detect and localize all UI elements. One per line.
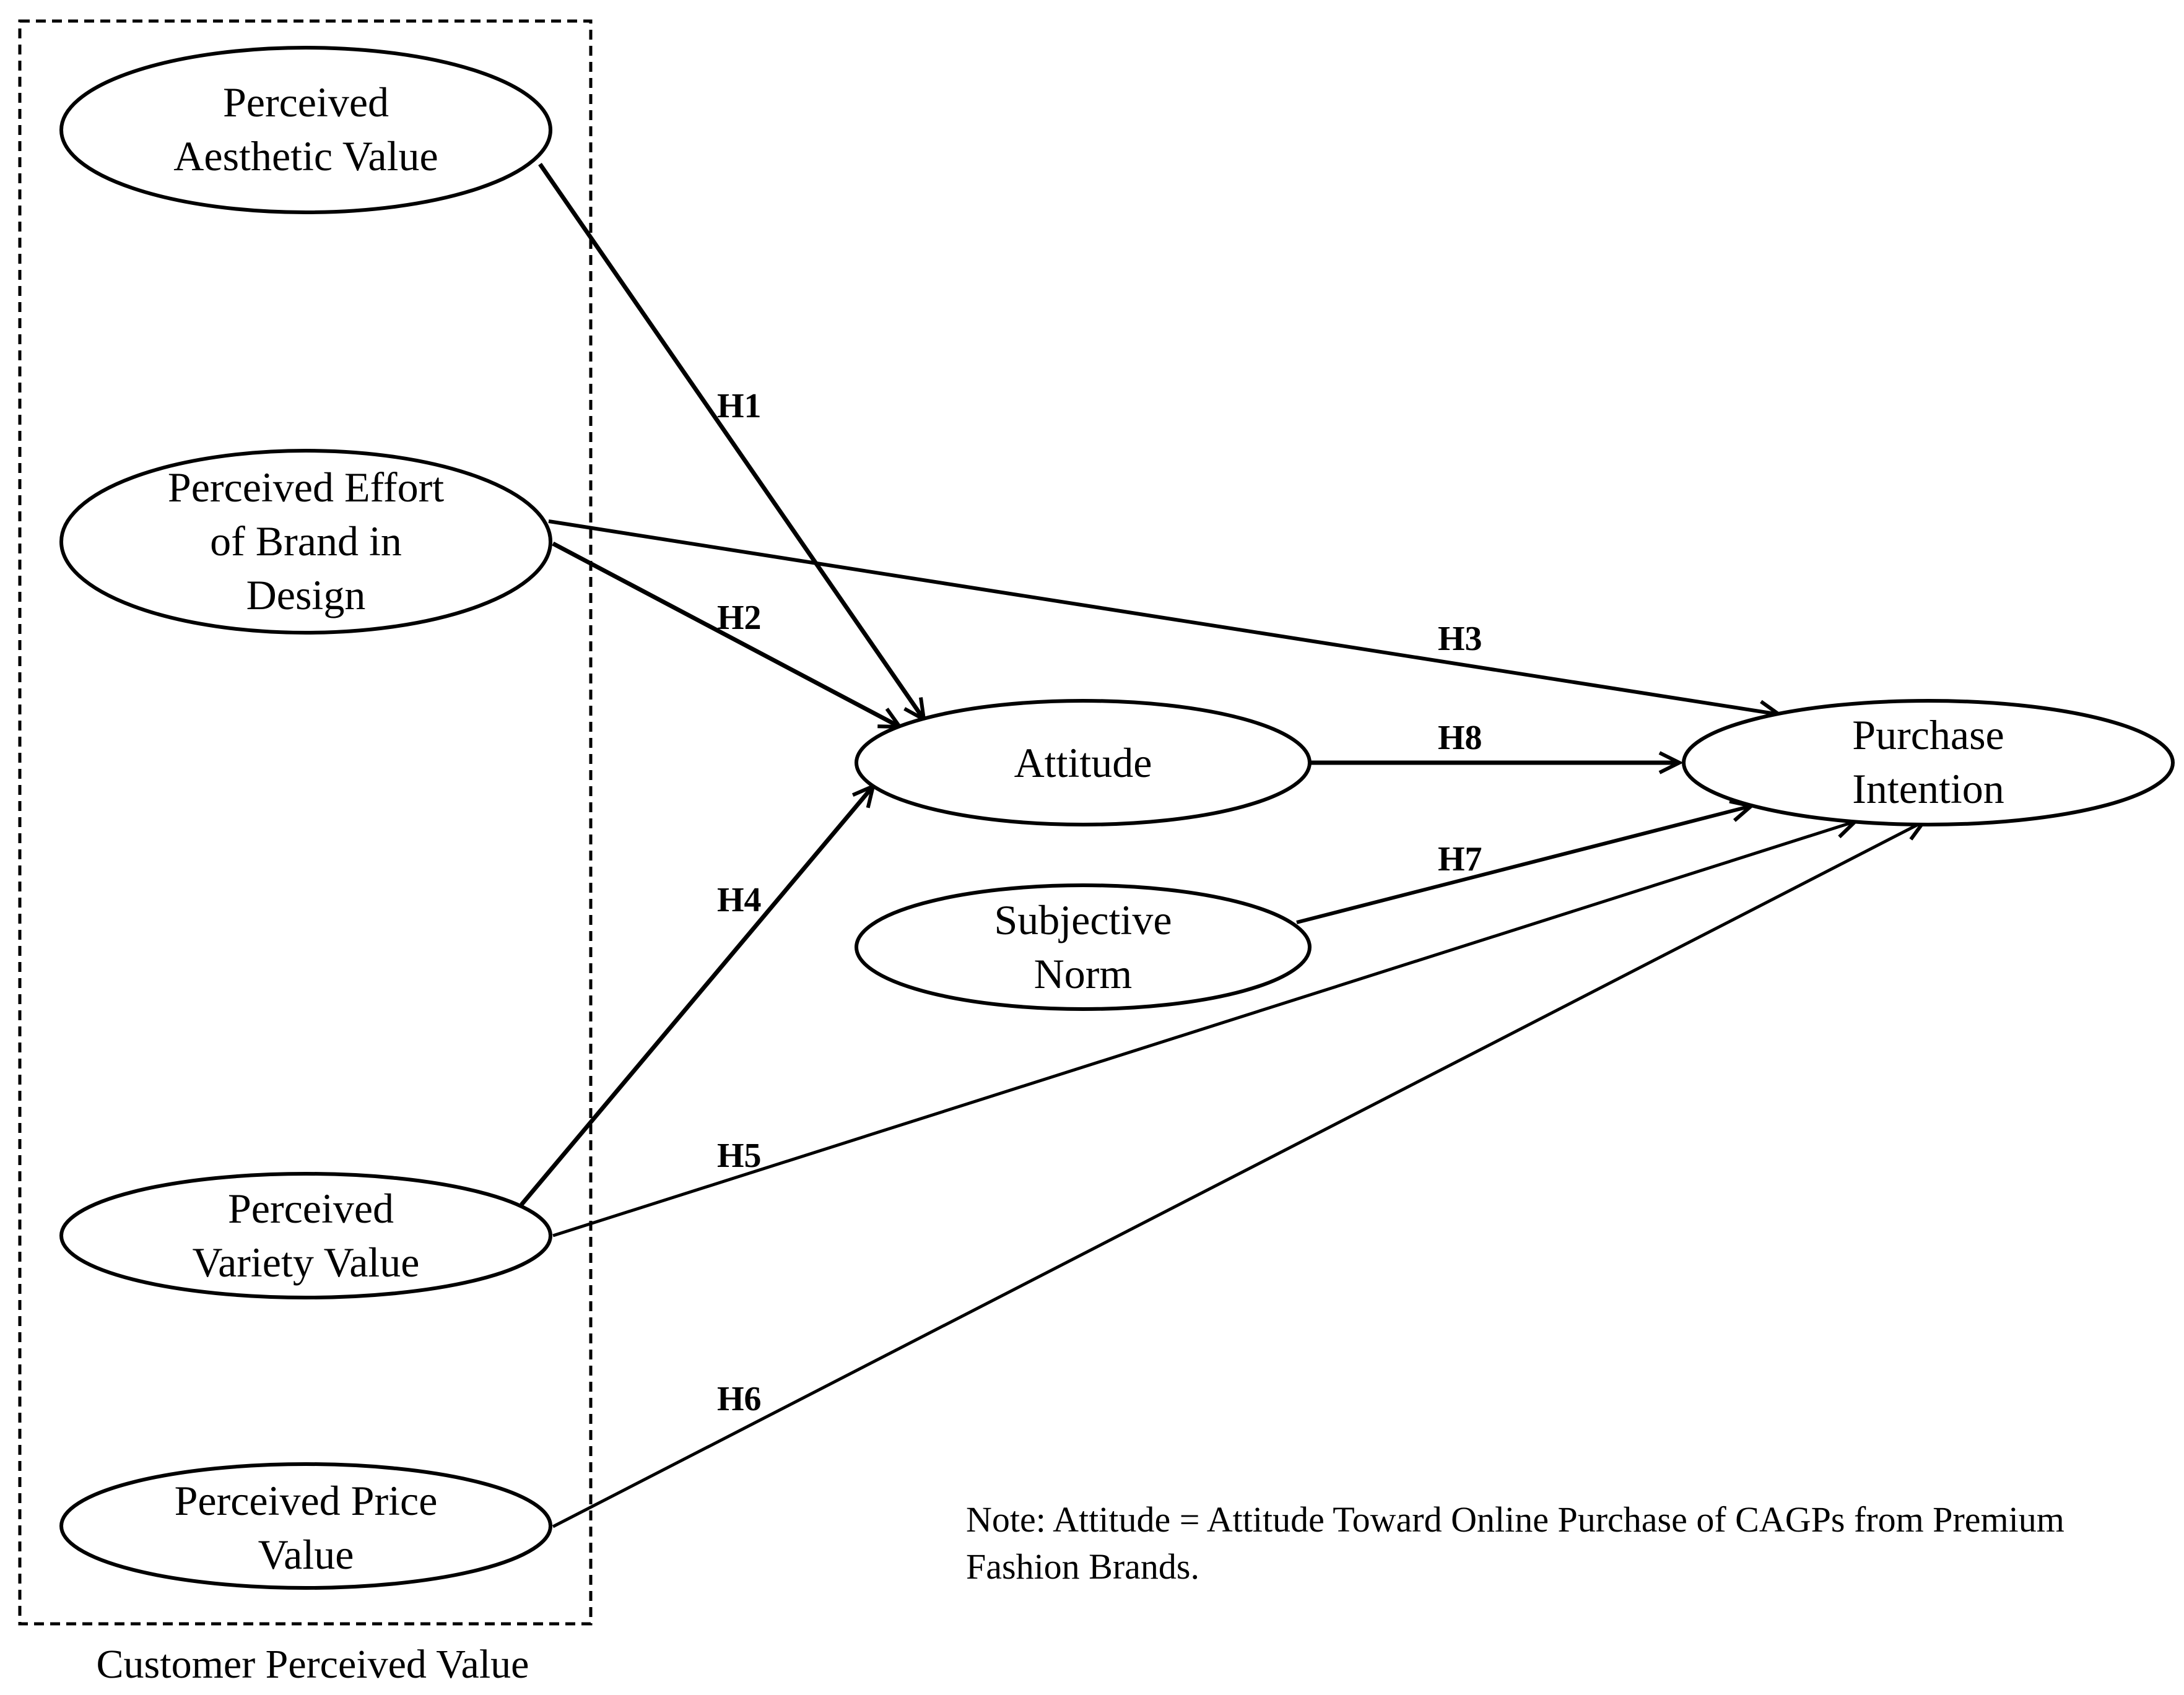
node-label-line: Design xyxy=(246,571,366,618)
node-label-line: Perceived Effort xyxy=(168,464,444,511)
node-label-line: Norm xyxy=(1034,950,1133,997)
hypothesis-label-h5: H5 xyxy=(717,1137,762,1175)
node-label-line: Perceived Price xyxy=(175,1477,438,1524)
path-h1 xyxy=(538,163,924,719)
hypothesis-label-h1: H1 xyxy=(717,387,762,425)
hypothesis-label-h6: H6 xyxy=(717,1380,762,1418)
path-h2 xyxy=(552,541,900,727)
node-label-line: Intention xyxy=(1852,765,2004,812)
hypothesis-label-h2: H2 xyxy=(717,599,762,637)
node-label-line: Perceived xyxy=(228,1185,394,1232)
note-line-1: Note: Attitude = Attitude Toward Online … xyxy=(966,1499,2064,1540)
node-label-line: of Brand in xyxy=(210,518,402,565)
path-h5 xyxy=(552,821,1855,1238)
node-perceived-variety-value: Perceived Variety Value xyxy=(59,1172,552,1299)
hypothesis-label-h3: H3 xyxy=(1438,620,1482,658)
node-label-line: Attitude xyxy=(1014,739,1152,786)
node-perceived-effort-of-brand-in-design: Perceived Effort of Brand in Design xyxy=(59,449,552,635)
path-h3 xyxy=(548,519,1779,714)
node-subjective-norm: Subjective Norm xyxy=(855,883,1312,1011)
hypothesis-label-h7: H7 xyxy=(1438,840,1482,878)
node-attitude: Attitude xyxy=(855,699,1312,826)
customer-perceived-value-group-box xyxy=(18,19,593,1626)
node-label-line: Variety Value xyxy=(193,1239,420,1286)
node-label-line: Value xyxy=(258,1531,354,1578)
group-label: Customer Perceived Value xyxy=(97,1642,529,1687)
node-label-line: Perceived xyxy=(223,79,389,126)
node-label-line: Purchase xyxy=(1852,711,2004,758)
path-h7 xyxy=(1296,806,1751,924)
node-perceived-aesthetic-value: Perceived Aesthetic Value xyxy=(59,46,552,214)
node-purchase-intention: Purchase Intention xyxy=(1682,699,2175,826)
path-h6 xyxy=(552,821,1924,1528)
note-line-2: Fashion Brands. xyxy=(966,1546,1199,1587)
node-label-line: Subjective xyxy=(994,896,1172,943)
node-perceived-price-value: Perceived Price Value xyxy=(59,1462,552,1590)
node-label-line: Aesthetic Value xyxy=(173,132,438,180)
hypothesis-label-h4: H4 xyxy=(717,881,762,919)
hypothesis-label-h8: H8 xyxy=(1438,719,1482,757)
path-h4 xyxy=(520,786,873,1207)
